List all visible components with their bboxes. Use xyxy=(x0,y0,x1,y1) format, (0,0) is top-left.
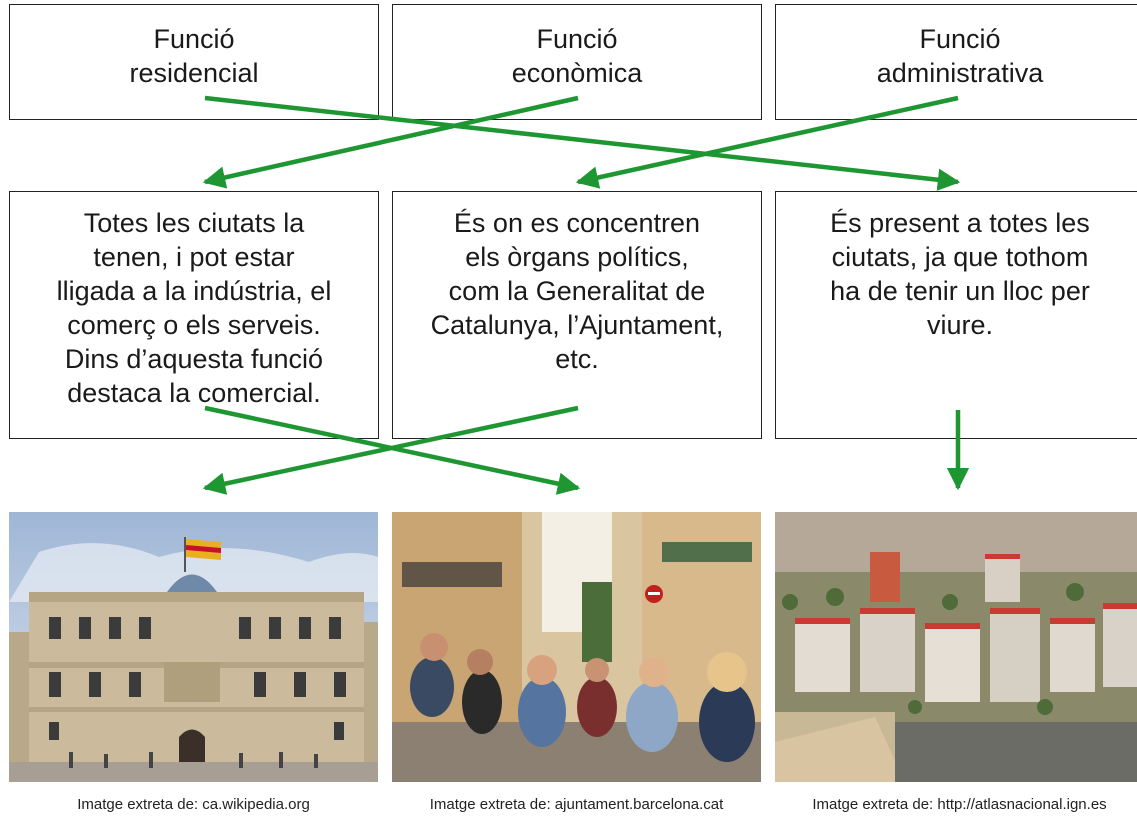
function-box-economica: Funció econòmica xyxy=(392,4,762,120)
description-line: els òrgans polítics, xyxy=(465,242,689,272)
photo-carrer-comercial xyxy=(392,512,761,782)
description-box-3: És present a totes les ciutats, ja que t… xyxy=(775,191,1137,439)
description-line: com la Generalitat de xyxy=(448,276,706,306)
description-line: viure. xyxy=(926,310,994,340)
image-credit-3: Imatge extreta de: http://atlasnacional.… xyxy=(812,796,1107,813)
description-line: lligada a la indústria, el xyxy=(56,276,332,306)
photo-blocs-residencials xyxy=(775,512,1137,782)
description-line: ha de tenir un lloc per xyxy=(830,276,1090,306)
description-line: Dins d’aquesta funció xyxy=(64,344,324,374)
function-title-word: Funció xyxy=(153,24,235,54)
description-line: És present a totes les xyxy=(830,208,1090,238)
image-credit-1: Imatge extreta de: ca.wikipedia.org xyxy=(77,796,310,813)
description-line: Totes les ciutats la xyxy=(83,208,305,238)
description-line: És on es concentren xyxy=(453,208,701,238)
description-line: Catalunya, l’Ajuntament, xyxy=(430,310,724,340)
description-box-1: Totes les ciutats la tenen, i pot estar … xyxy=(9,191,379,439)
function-title-name: administrativa xyxy=(876,58,1044,88)
function-title-name: econòmica xyxy=(511,58,643,88)
function-title-word: Funció xyxy=(536,24,618,54)
function-box-administrativa: Funció administrativa xyxy=(775,4,1137,120)
description-box-2: És on es concentren els òrgans polítics,… xyxy=(392,191,762,439)
function-box-residencial: Funció residencial xyxy=(9,4,379,120)
description-line: tenen, i pot estar xyxy=(93,242,295,272)
description-line: destaca la comercial. xyxy=(67,378,321,408)
description-line: ciutats, ja que tothom xyxy=(831,242,1089,272)
photo-palau-generalitat xyxy=(9,512,378,782)
image-credit-2: Imatge extreta de: ajuntament.barcelona.… xyxy=(429,796,724,813)
description-line: comerç o els serveis. xyxy=(67,310,321,340)
description-line: etc. xyxy=(555,344,599,374)
function-title-word: Funció xyxy=(919,24,1001,54)
function-title-name: residencial xyxy=(129,58,259,88)
